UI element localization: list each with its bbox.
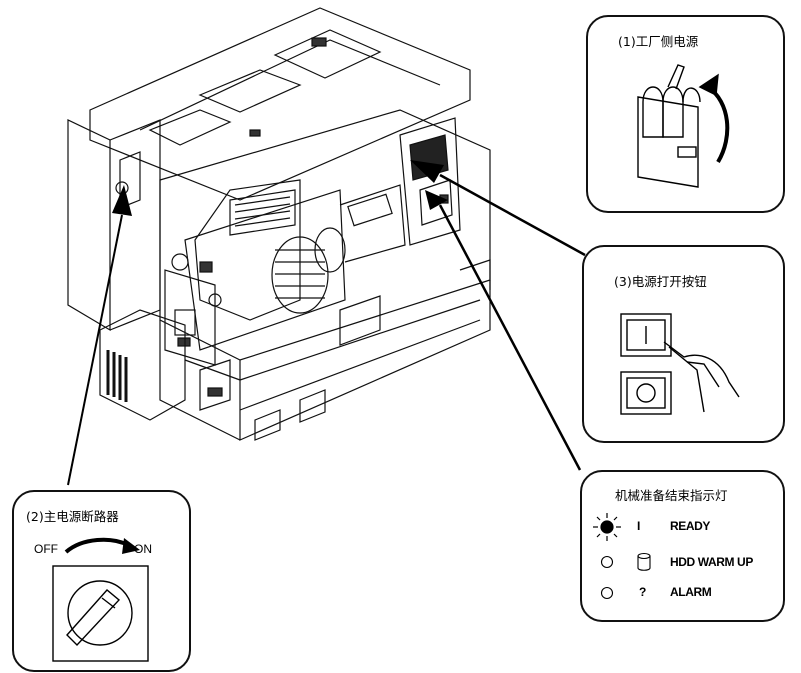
power-button-panel-icon (620, 313, 740, 415)
ready-indicator-callout: 机械准备结束指示灯 I READY HDD WARM UP ? ALARM (580, 470, 785, 622)
main-breaker-callout: (2)主电源断路器 OFF ON (12, 490, 191, 672)
ready-label: READY (670, 519, 711, 533)
ready-indicator-title: 机械准备结束指示灯 (615, 488, 728, 503)
hdd-lamp-off-icon (600, 555, 614, 569)
power-on-button-title: (3)电源打开按钮 (614, 274, 707, 289)
factory-power-title: (1)工厂侧电源 (618, 34, 699, 49)
breaker-rotation-arrow-icon (64, 537, 140, 554)
alarm-lamp-off-icon (600, 586, 614, 600)
ready-lamp-lit-icon (593, 513, 621, 541)
breaker-knob-icon (52, 565, 149, 662)
factory-power-switch-icon (637, 64, 730, 188)
ready-symbol: I (637, 519, 640, 533)
hdd-cylinder-icon (637, 552, 651, 571)
breaker-off-label: OFF (34, 542, 58, 556)
alarm-symbol: ? (639, 585, 646, 599)
hdd-warm-up-label: HDD WARM UP (670, 555, 753, 569)
main-breaker-title: (2)主电源断路器 (26, 509, 119, 524)
factory-power-callout: (1)工厂侧电源 (586, 15, 785, 213)
breaker-on-label: ON (134, 542, 152, 556)
alarm-label: ALARM (670, 585, 712, 599)
power-on-button-callout: (3)电源打开按钮 (582, 245, 785, 443)
